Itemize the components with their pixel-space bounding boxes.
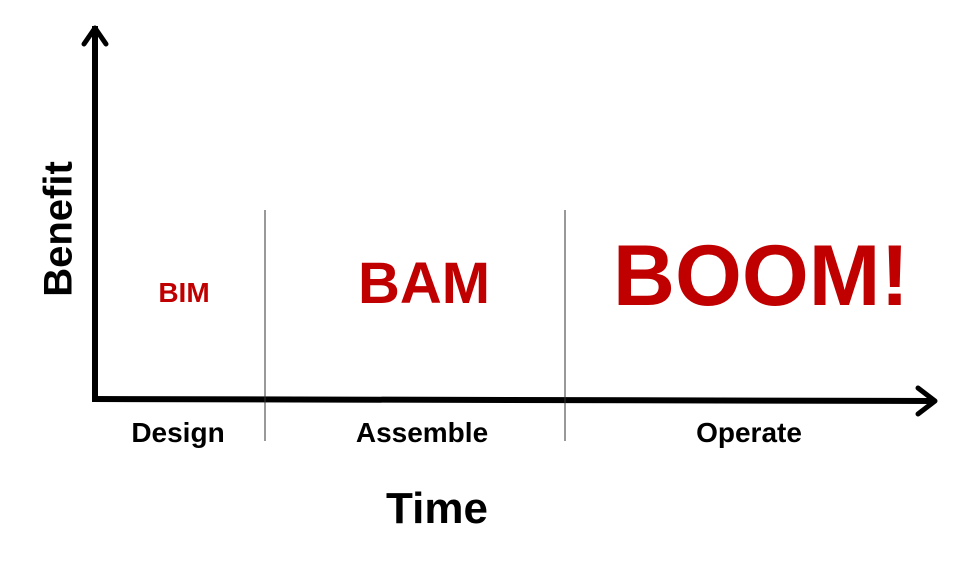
phase-operate: Operate [696, 417, 802, 448]
phase-assemble: Assemble [355, 417, 489, 448]
x-axis-label: Time [386, 484, 488, 533]
y-axis-label: Benefit [36, 161, 81, 297]
bim-label: BIM [158, 277, 210, 308]
boom-label: BOOM! [612, 228, 910, 324]
y-axis-arrow-icon [81, 25, 109, 47]
x-axis [91, 396, 935, 404]
bam-label: BAM [357, 251, 491, 316]
x-axis-arrow-icon [915, 385, 938, 417]
phase-design: Design [131, 417, 225, 448]
